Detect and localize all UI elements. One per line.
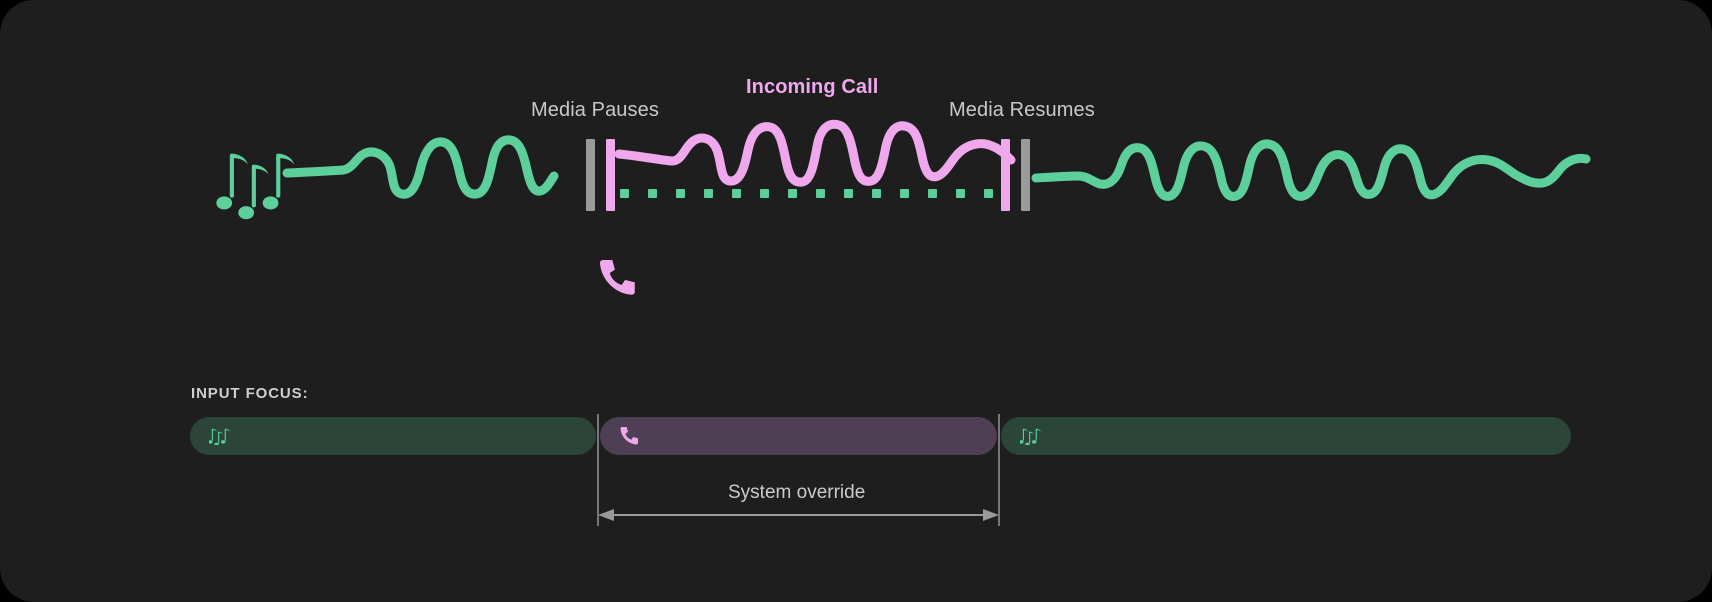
marker-pause-gray-left: [586, 139, 595, 211]
waveform-media-before: [282, 135, 559, 199]
focus-track-call[interactable]: [600, 417, 997, 455]
phone-handset-icon: [599, 259, 635, 295]
system-override-bracket: [597, 414, 1000, 526]
marker-resume-gray-right: [1021, 139, 1030, 211]
double-headed-arrow-icon: [598, 509, 999, 521]
waveform-timeline: [216, 119, 1591, 295]
override-caption: System override: [728, 482, 866, 503]
phone-handset-icon: [619, 426, 639, 446]
marker-resume-pink-right: [1001, 139, 1010, 211]
waveform-media-after: [1031, 139, 1591, 201]
waveform-incoming-call: [614, 119, 1016, 187]
music-notes-icon: [216, 153, 295, 220]
label-media-pauses: Media Pauses: [531, 99, 659, 121]
input-focus-title: INPUT FOCUS:: [191, 385, 309, 402]
label-media-resumes: Media Resumes: [949, 99, 1095, 121]
label-incoming-call: Incoming Call: [746, 76, 879, 98]
focus-track-media-left[interactable]: [190, 417, 596, 455]
muted-media-dotted-line: [620, 189, 993, 198]
marker-pause-pink-left: [606, 139, 615, 211]
focus-track-media-right[interactable]: [1001, 417, 1571, 455]
